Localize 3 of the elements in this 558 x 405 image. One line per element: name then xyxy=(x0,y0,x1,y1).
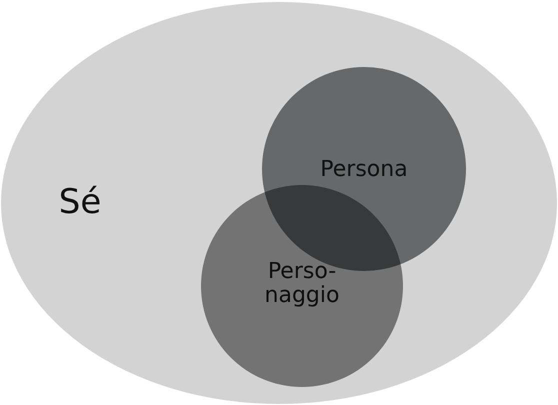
circle-label: Perso- naggio xyxy=(264,260,340,308)
set-label: Sé xyxy=(58,184,102,222)
circle-label: Persona xyxy=(319,158,409,182)
